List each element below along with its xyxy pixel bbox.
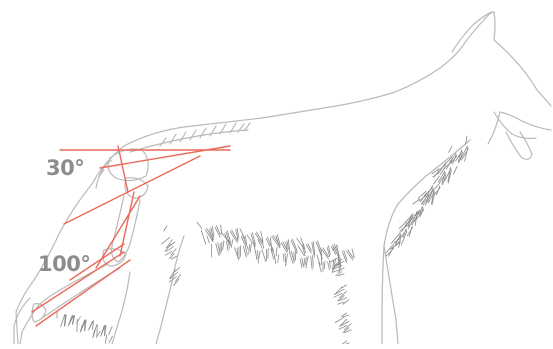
pelvis-axis-line — [118, 146, 128, 192]
fur-stroke — [171, 256, 177, 259]
fur-stroke — [266, 238, 269, 246]
fur-stroke — [413, 199, 420, 204]
fur-stroke — [288, 240, 290, 254]
fur-stroke — [341, 285, 346, 288]
fur-stroke — [105, 335, 106, 343]
fur-stroke — [226, 241, 228, 251]
fur-stroke — [249, 245, 250, 255]
fur-stroke — [283, 254, 284, 261]
fur-stroke — [175, 267, 180, 271]
fur-stroke — [449, 146, 452, 152]
fur-stroke — [285, 253, 286, 265]
fur-stroke — [276, 247, 277, 256]
croup-angle-line — [64, 156, 200, 224]
fur-stroke — [434, 176, 440, 184]
fur-stroke — [93, 325, 96, 337]
fur-stroke — [328, 262, 330, 270]
fur-stroke — [109, 327, 113, 335]
fur-stroke — [324, 261, 325, 269]
fur-stroke — [259, 251, 260, 258]
dog-front-leg-outline — [384, 246, 398, 344]
fur-stroke — [335, 289, 344, 294]
dog-neck-inner-outline — [488, 112, 500, 144]
angle-label-30: 30° — [46, 156, 84, 180]
pelvis-outline — [108, 149, 148, 181]
fur-stroke — [162, 237, 170, 244]
fur-stroke — [256, 252, 257, 260]
fur-stroke — [235, 248, 239, 260]
fur-stroke — [435, 188, 440, 195]
fur-stroke — [109, 336, 113, 343]
fur-stroke — [343, 315, 349, 317]
dog-muzzle-outline — [500, 112, 551, 130]
fur-stroke — [313, 256, 314, 267]
fur-stroke — [197, 222, 202, 229]
fur-stroke — [250, 243, 251, 251]
dog-hind-leg-outline — [112, 272, 130, 344]
fur-stroke — [223, 241, 224, 250]
fur-stroke — [274, 255, 275, 263]
fur-stroke — [454, 166, 458, 174]
fur-stroke — [305, 257, 306, 264]
dog-mouth-outline — [494, 112, 536, 139]
fur-stroke — [231, 240, 232, 248]
fur-stroke — [304, 259, 305, 267]
fur-stroke — [311, 257, 313, 270]
fur-stroke — [221, 242, 222, 252]
hock-outline — [32, 304, 46, 322]
dog-tongue-outline — [506, 132, 532, 159]
fur-stroke — [258, 251, 259, 264]
fur-stroke — [164, 226, 167, 231]
fur-stroke — [278, 255, 279, 263]
dog-outline — [16, 12, 551, 344]
fur-texture — [57, 136, 468, 344]
fur-stroke — [332, 260, 334, 273]
fur-stroke — [201, 230, 206, 244]
fur-stroke — [335, 317, 344, 322]
fur-stroke — [302, 258, 303, 266]
angle-label-100: 100° — [38, 252, 90, 276]
fur-stroke — [240, 229, 245, 238]
fur-stroke — [207, 236, 209, 243]
fur-stroke — [300, 259, 302, 268]
fur-stroke — [433, 173, 440, 177]
fur-stroke — [61, 315, 65, 327]
fur-stroke — [262, 250, 266, 261]
fur-stroke — [329, 260, 330, 267]
